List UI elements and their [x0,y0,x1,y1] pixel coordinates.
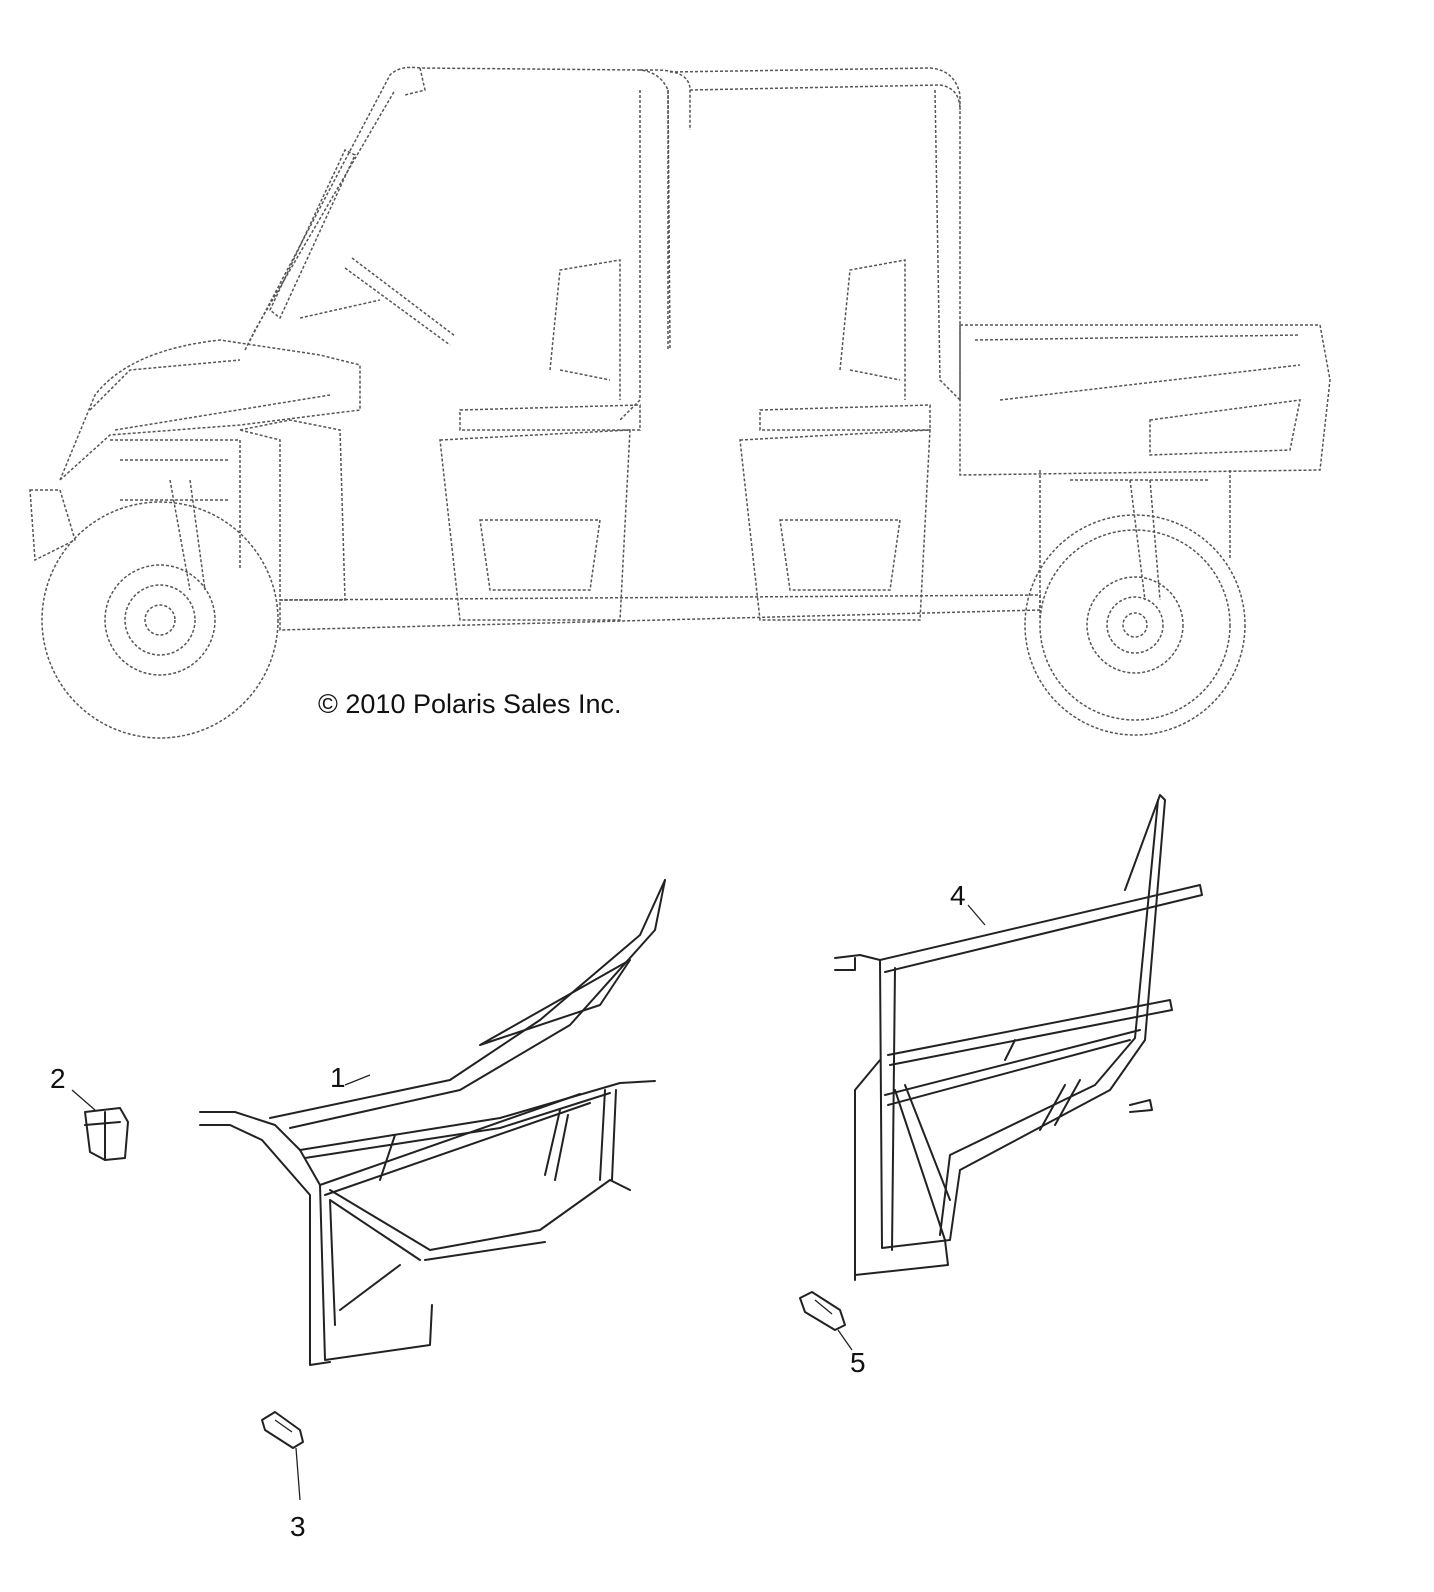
part-4-door-frame: 4 [834,794,1203,1281]
front-wheel [41,501,279,739]
callout-4: 4 [950,880,966,911]
copyright-text: © 2010 Polaris Sales Inc. [318,689,622,719]
part-2-clip: 2 [50,1063,129,1161]
vehicle-illustration: © 2010 Polaris Sales Inc. [29,66,1331,739]
callout-2: 2 [50,1063,66,1094]
part-5-latch: 5 [799,1291,866,1378]
callout-1: 1 [330,1062,346,1093]
rear-wheel [1024,514,1246,736]
callout-5: 5 [850,1347,866,1378]
callout-3: 3 [290,1511,306,1542]
part-1-door-frame: 1 [199,879,666,1366]
part-3-latch: 3 [261,1411,306,1542]
